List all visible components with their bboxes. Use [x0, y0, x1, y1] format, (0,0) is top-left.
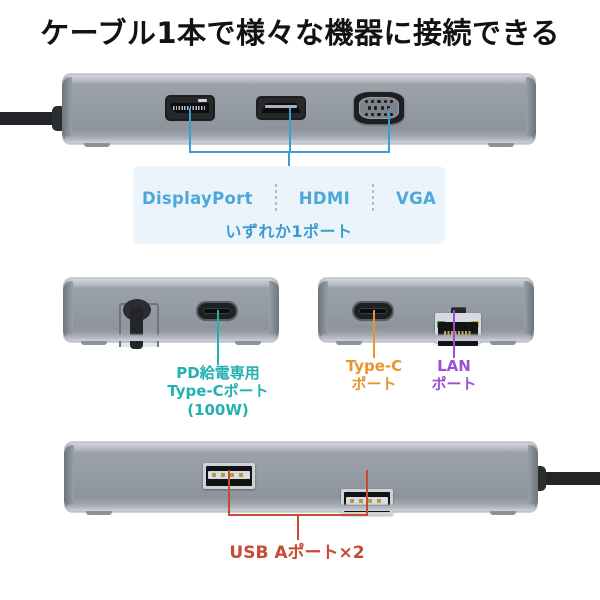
usb-c-host-cable-bottom	[530, 472, 600, 485]
page-title: ケーブル1本で様々な機器に接続できる	[40, 16, 560, 50]
pd-panel-right-edge	[269, 281, 279, 339]
panel-right-edge	[526, 77, 536, 141]
panel-foot-left	[84, 142, 110, 147]
pd-panel-foot-right	[235, 340, 261, 345]
lan-panel-foot-right	[490, 340, 516, 345]
host-cable-shaft	[130, 307, 143, 349]
usb-panel-left-edge	[64, 445, 74, 509]
pd-panel-foot-left	[81, 340, 107, 345]
pd-type-c-label: PD給電専用 Type-Cポート (100W)	[167, 364, 269, 419]
dock-panel-usb	[64, 441, 538, 515]
usb-panel-foot-right	[490, 510, 516, 515]
callout-item-displayport: DisplayPort	[141, 188, 253, 208]
lan-label: LAN ポート	[431, 357, 477, 394]
hdmi-port	[258, 98, 304, 118]
video-callout-box: DisplayPort HDMI VGA いずれか1ポート	[133, 166, 445, 244]
usb-a-label: USB Aポート×2	[229, 543, 365, 563]
callout-item-hdmi: HDMI	[298, 188, 351, 208]
usb-panel-foot-left	[86, 510, 112, 515]
dock-panel-pd	[63, 277, 279, 349]
lan-rj45-port	[435, 307, 481, 346]
usb-c-host-cable-top	[0, 112, 66, 125]
callout-item-vga: VGA	[396, 188, 437, 208]
panel-foot-right	[488, 142, 514, 147]
data-type-c-label: Type-C ポート	[345, 357, 403, 394]
usb-panel-right-edge	[528, 445, 538, 509]
dock-panel-video	[62, 73, 536, 147]
lan-panel-foot-left	[336, 340, 362, 345]
panel-left-edge	[62, 77, 72, 141]
callout-divider-2	[372, 184, 375, 212]
lan-panel-left-edge	[318, 281, 328, 339]
callout-note: いずれか1ポート	[225, 222, 353, 241]
callout-divider-1	[274, 184, 277, 212]
pd-panel-left-edge	[63, 281, 73, 339]
dock-panel-lan	[318, 277, 534, 346]
lan-panel-right-edge	[524, 281, 534, 339]
vga-port	[354, 92, 404, 124]
